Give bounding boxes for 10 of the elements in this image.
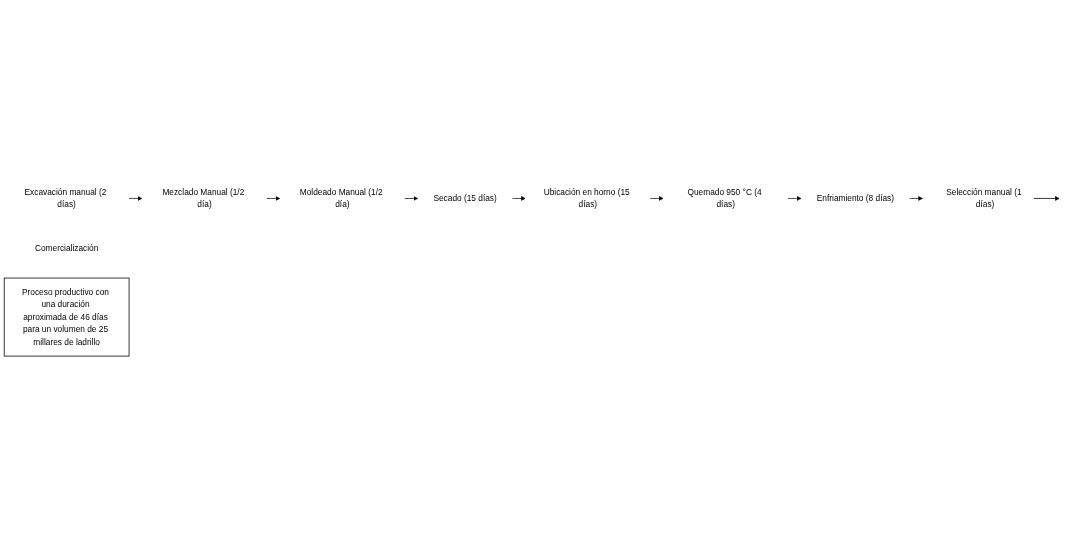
node-text: Quemado 950 °C (4 días) — [687, 187, 762, 210]
node-text: Ubicación en horno (15 días) — [543, 187, 630, 210]
node-text: Enfriamiento (8 días) — [816, 194, 895, 203]
node-text: Comercialización — [34, 244, 99, 253]
node-box: Proceso productivo con una duración aproximada de 46 días para un volumen de 25 millares de ladrillo — [3, 278, 130, 357]
node-text: Selección manual (1 días) — [946, 187, 1022, 210]
node-text: Excavación manual (2 días) — [24, 187, 107, 210]
node-text: Moldeado Manual (1/2 día) — [299, 187, 383, 210]
node-text: Secado (15 días) — [433, 194, 497, 203]
node-text: Mezclado Manual (1/2 día) — [162, 187, 245, 210]
